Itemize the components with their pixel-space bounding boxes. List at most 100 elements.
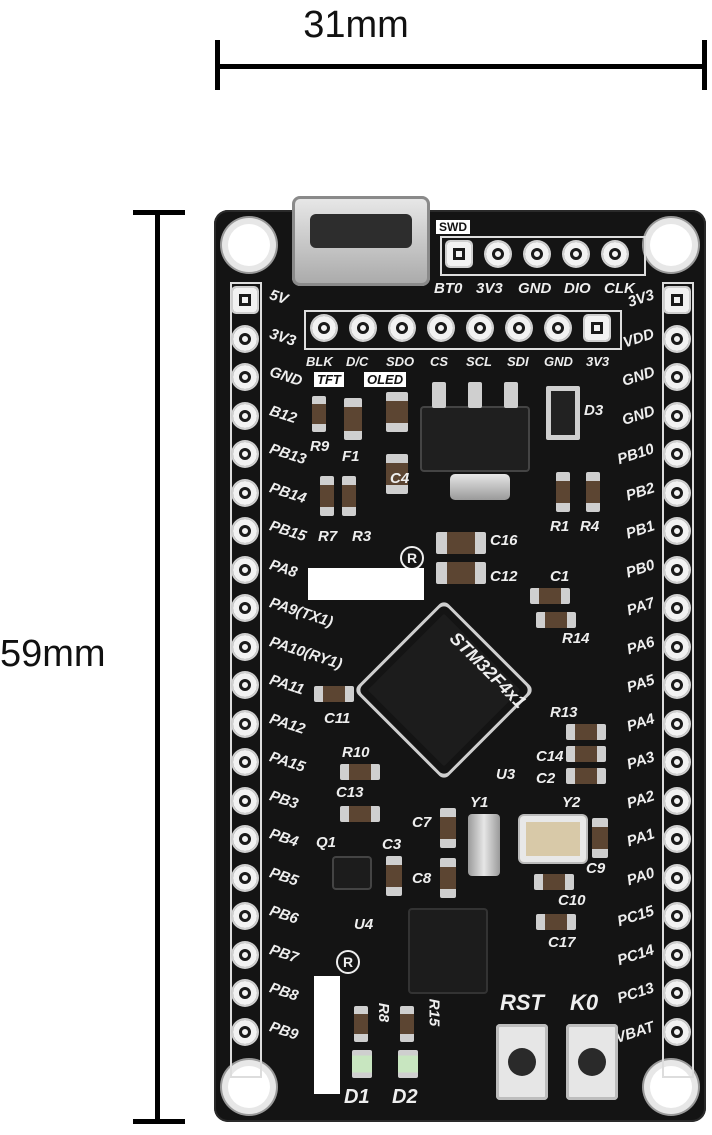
- right-pin-label: PA2: [624, 787, 657, 813]
- mounting-hole-bottom-right: [650, 1066, 692, 1108]
- swd-header: [440, 236, 646, 276]
- right-header-pin: [665, 635, 689, 659]
- right-pin-label: VDD: [621, 325, 657, 352]
- display-pin-3: [390, 316, 414, 340]
- display-pin-label-3v3: 3V3: [586, 354, 610, 369]
- label-c11: C11: [324, 710, 351, 727]
- usb-connector: [292, 196, 430, 286]
- label-q1: Q1: [316, 834, 337, 851]
- label-r15: R15: [425, 998, 443, 1027]
- right-pin-label: PB10: [615, 440, 657, 469]
- height-dimension-cap-top: [133, 210, 185, 215]
- key0-button-label: K0: [570, 990, 599, 1015]
- left-pin-label: PB8: [267, 979, 301, 1005]
- right-pin-label: VBAT: [613, 1018, 657, 1047]
- label-r10: R10: [342, 744, 370, 761]
- right-header-pin: [665, 673, 689, 697]
- right-header-pin: [665, 866, 689, 890]
- left-header-pin: [233, 827, 257, 851]
- display-pin-label-dc: D/C: [346, 354, 369, 369]
- capacitor-c4-a: [386, 392, 408, 432]
- swd-pin-5: [603, 242, 627, 266]
- label-c17: C17: [548, 934, 576, 951]
- capacitor-c13: [340, 806, 380, 822]
- left-pin-label: PB9: [267, 1018, 301, 1044]
- right-header-pin: [665, 365, 689, 389]
- height-dimension-cap-bottom: [133, 1119, 185, 1124]
- left-pin-label: PB4: [267, 825, 301, 851]
- reset-button[interactable]: [496, 1024, 548, 1100]
- left-pin-label: PB6: [267, 902, 301, 928]
- led-d2: [398, 1050, 418, 1078]
- label-c13: C13: [336, 784, 364, 801]
- swd-label: SWD: [436, 220, 470, 234]
- mounting-hole-bottom-left: [228, 1066, 270, 1108]
- left-pin-label: 5V: [267, 286, 291, 309]
- left-pin-label: PB7: [267, 941, 301, 967]
- mounting-hole-top-right: [650, 224, 692, 266]
- left-pin-label: B12: [267, 402, 299, 428]
- pcb-board: SWD BT0 3V3 GND DIO CLK BLK D/C SDO CS S…: [214, 196, 706, 1122]
- capacitor-c12: [436, 562, 486, 584]
- swd-pin-label-3v3: 3V3: [476, 280, 503, 297]
- display-pin-label-cs: CS: [430, 354, 449, 369]
- resistor-r15: [400, 1006, 414, 1042]
- right-pin-label: PB0: [623, 556, 657, 582]
- left-pin-label: PB14: [267, 479, 309, 508]
- label-r8: R8: [375, 1002, 393, 1023]
- display-pin-5: [468, 316, 492, 340]
- resistor-r9: [312, 396, 326, 432]
- left-pin-label: GND: [267, 363, 305, 390]
- fuse-f1: [344, 398, 362, 440]
- left-pin-label: PA10(RY1): [267, 633, 345, 673]
- right-pin-label: PA4: [624, 710, 657, 736]
- capacitor-c10: [534, 874, 574, 890]
- registered-mark-2: R: [336, 950, 360, 974]
- left-pin-label: PB3: [267, 787, 301, 813]
- swd-pin-1: [447, 242, 471, 266]
- width-dimension-line: [218, 64, 706, 69]
- swd-pin-2: [486, 242, 510, 266]
- height-dimension-line: [155, 212, 160, 1122]
- display-tag-oled: OLED: [364, 372, 407, 387]
- label-u3: U3: [496, 766, 516, 783]
- capacitor-c4-b: [386, 454, 408, 494]
- display-pin-6: [507, 316, 531, 340]
- left-header-pin: [233, 404, 257, 428]
- label-c3: C3: [382, 836, 402, 853]
- key0-button[interactable]: [566, 1024, 618, 1100]
- right-pin-label: PA6: [624, 633, 657, 659]
- label-c2: C2: [536, 770, 556, 787]
- led-d1: [352, 1050, 372, 1078]
- resistor-r13: [566, 724, 606, 740]
- label-y1: Y1: [470, 794, 489, 811]
- label-r13: R13: [550, 704, 578, 721]
- right-header-pin: [665, 519, 689, 543]
- label-d3: D3: [584, 402, 604, 419]
- left-pin-label: PA11: [267, 671, 307, 699]
- display-pin-7: [546, 316, 570, 340]
- swd-pin-label-gnd: GND: [518, 280, 552, 297]
- crystal-y1: [468, 814, 500, 876]
- left-pin-label: PA8: [267, 556, 300, 582]
- swd-pin-label-bt0: BT0: [434, 280, 463, 297]
- right-header-pin: [665, 981, 689, 1005]
- left-pin-label: PB13: [267, 440, 309, 469]
- registered-mark-1: R: [400, 546, 424, 570]
- right-pin-label: PC15: [615, 902, 657, 931]
- right-header-pin: [665, 558, 689, 582]
- left-header-pin: [233, 635, 257, 659]
- right-pin-label: PC14: [615, 941, 657, 970]
- height-dimension-label: 59mm: [0, 633, 106, 675]
- left-header-pin: [233, 789, 257, 813]
- transistor-q1: [334, 858, 370, 888]
- capacitor-c16: [436, 532, 486, 554]
- display-pin-4: [429, 316, 453, 340]
- resistor-r8: [354, 1006, 368, 1042]
- right-header-pin: [665, 404, 689, 428]
- display-pin-label-blk: BLK: [306, 354, 333, 369]
- capacitor-c17: [536, 914, 576, 930]
- left-header-pin: [233, 981, 257, 1005]
- white-label-block-1: [308, 568, 424, 600]
- display-pin-1: [312, 316, 336, 340]
